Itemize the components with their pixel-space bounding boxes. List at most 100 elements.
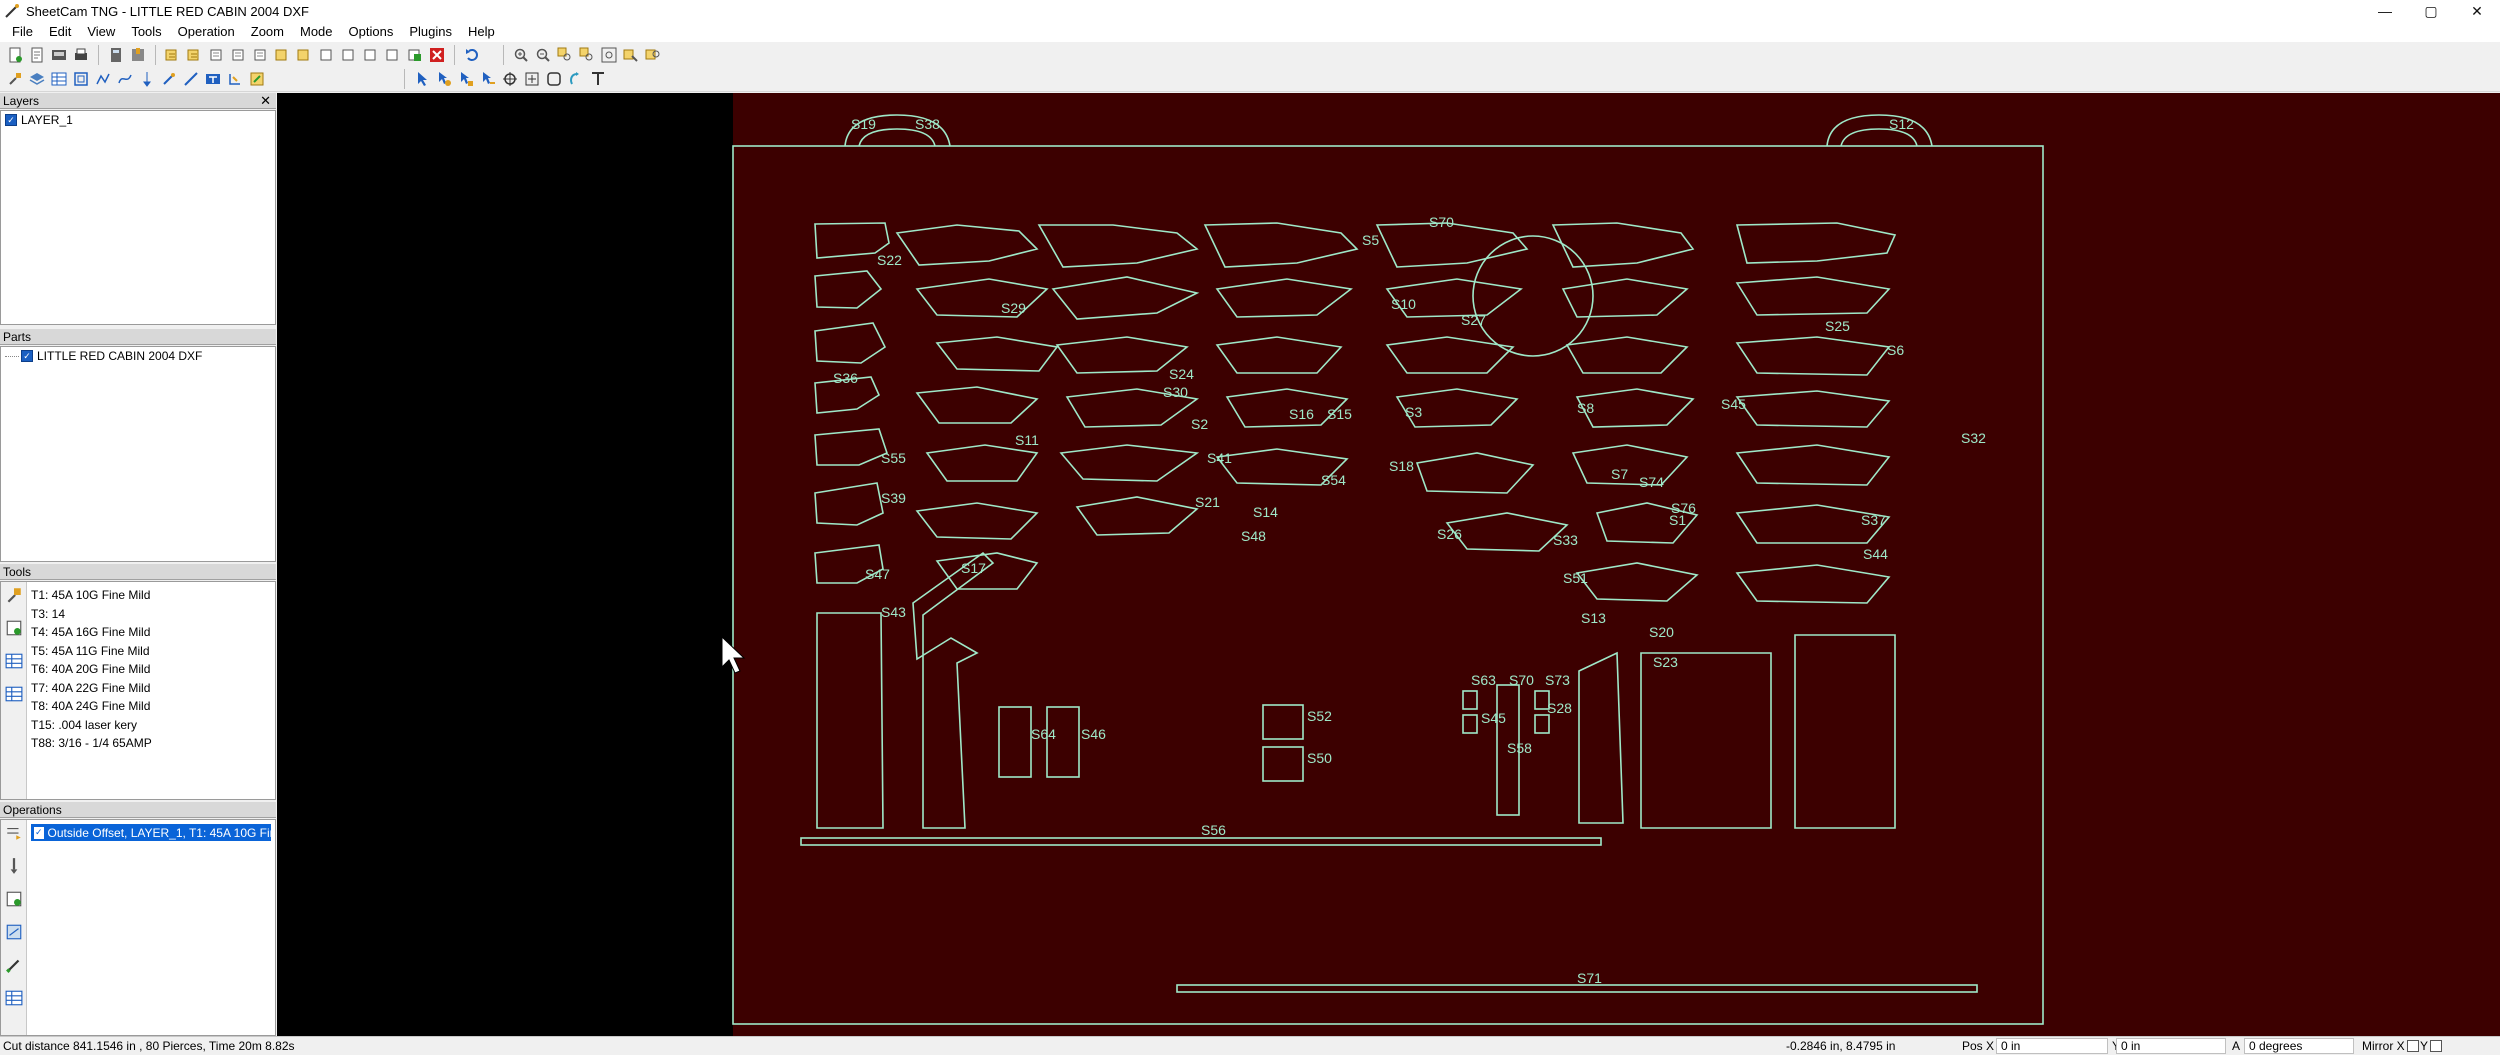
pocket-operation-icon[interactable] bbox=[5, 890, 23, 908]
zoom-out-icon[interactable] bbox=[534, 46, 552, 64]
drawing-tool-10-icon[interactable] bbox=[362, 46, 380, 64]
line-tool-icon[interactable] bbox=[182, 70, 200, 88]
path-icon[interactable] bbox=[94, 70, 112, 88]
drawing-svg[interactable]: S19 S38 S12 S70 S5 S22 S29 S10 S27 S25 S… bbox=[277, 93, 2500, 1036]
select-arrow-icon[interactable] bbox=[413, 70, 431, 88]
menu-view[interactable]: View bbox=[87, 24, 116, 39]
mirror-x-control[interactable]: Mirror X bbox=[2362, 1039, 2419, 1053]
move-icon[interactable] bbox=[523, 70, 541, 88]
zoom-parts-icon[interactable] bbox=[578, 46, 596, 64]
calculator-icon[interactable] bbox=[107, 46, 125, 64]
tool-item[interactable]: T1: 45A 10G Fine Mild bbox=[31, 588, 151, 602]
tool-item[interactable]: T15: .004 laser kery bbox=[31, 717, 138, 732]
text-tool-icon[interactable] bbox=[589, 70, 607, 88]
open-file-icon[interactable] bbox=[28, 46, 46, 64]
text-box-icon[interactable] bbox=[204, 70, 222, 88]
menu-zoom[interactable]: Zoom bbox=[250, 24, 284, 39]
layers-icon[interactable] bbox=[28, 70, 46, 88]
layer-item[interactable]: ✓ LAYER_1 bbox=[1, 111, 275, 129]
new-tool-icon[interactable] bbox=[5, 586, 23, 604]
part-item[interactable]: ✓ LITTLE RED CABIN 2004 DXF bbox=[1, 347, 275, 365]
menu-mode[interactable]: Mode bbox=[300, 24, 333, 39]
tool-settings-icon[interactable] bbox=[5, 619, 23, 637]
tool-item[interactable]: T7: 40A 22G Fine Mild bbox=[31, 680, 151, 695]
menu-help[interactable]: Help bbox=[467, 24, 495, 39]
zoom-extents-icon[interactable] bbox=[600, 46, 618, 64]
zoom-previous-icon[interactable] bbox=[644, 46, 662, 64]
drawing-tool-7-icon[interactable] bbox=[296, 46, 314, 64]
engrave-operation-icon[interactable] bbox=[5, 923, 23, 941]
operation-table-icon[interactable] bbox=[5, 989, 23, 1007]
pos-x-field[interactable]: 0 in bbox=[1996, 1038, 2108, 1054]
post-process-icon[interactable] bbox=[129, 46, 147, 64]
drawing-tool-9-icon[interactable] bbox=[340, 46, 358, 64]
lead-in-icon[interactable] bbox=[226, 70, 244, 88]
zoom-in-icon[interactable] bbox=[512, 46, 530, 64]
contour-icon[interactable] bbox=[72, 70, 90, 88]
drill-operation-icon[interactable] bbox=[5, 857, 23, 875]
tool-setup-icon[interactable] bbox=[6, 70, 24, 88]
outside-offset-icon[interactable] bbox=[5, 824, 23, 842]
drawing-tool-8-icon[interactable] bbox=[318, 46, 336, 64]
start-point-icon[interactable] bbox=[248, 70, 266, 88]
tool-item[interactable]: T6: 40A 20G Fine Mild bbox=[31, 662, 151, 676]
menu-tools[interactable]: Tools bbox=[131, 24, 162, 39]
drawing-tool-11-icon[interactable] bbox=[384, 46, 402, 64]
operation-item-selected[interactable]: ✓ Outside Offset, LAYER_1, T1: 45A 10G F… bbox=[31, 824, 271, 841]
mirror-y-control[interactable]: Y bbox=[2420, 1039, 2443, 1053]
select-tab-icon[interactable] bbox=[479, 70, 497, 88]
close-panel-icon[interactable]: ✕ bbox=[260, 93, 271, 108]
part-label: S16 bbox=[1289, 406, 1314, 422]
select-start-icon[interactable] bbox=[435, 70, 453, 88]
menu-file[interactable]: File bbox=[12, 24, 33, 39]
door-panel-1 bbox=[1462, 690, 1478, 710]
zoom-window-icon[interactable] bbox=[556, 46, 574, 64]
toolbar-separator bbox=[503, 44, 504, 65]
zoom-sheet-icon[interactable] bbox=[622, 46, 640, 64]
tool-item[interactable]: T3: 14 bbox=[31, 606, 66, 621]
drawing-tool-1-icon[interactable] bbox=[164, 46, 182, 64]
tool-item[interactable]: T5: 45A 11G Fine Mild bbox=[31, 643, 150, 658]
part-label: S2 bbox=[1191, 416, 1208, 432]
pen-icon[interactable] bbox=[160, 70, 178, 88]
drawing-tool-3-icon[interactable] bbox=[208, 46, 226, 64]
tool-item[interactable]: T4: 45A 16G Fine Mild bbox=[31, 625, 151, 639]
drawing-tool-4-icon[interactable] bbox=[230, 46, 248, 64]
tool-library-icon[interactable] bbox=[5, 685, 23, 703]
drawing-tool-6-icon[interactable] bbox=[274, 46, 292, 64]
mirror-y-checkbox[interactable] bbox=[2430, 1040, 2443, 1052]
menu-operation[interactable]: Operation bbox=[177, 24, 235, 39]
undo-icon[interactable] bbox=[463, 46, 481, 64]
menu-edit[interactable]: Edit bbox=[48, 24, 72, 39]
close-window-button[interactable]: ✕ bbox=[2471, 2, 2483, 19]
tool-item[interactable]: T88: 3/16 - 1/4 65AMP bbox=[31, 736, 152, 750]
menu-options[interactable]: Options bbox=[348, 24, 394, 39]
drawing-tool-5-icon[interactable] bbox=[252, 46, 270, 64]
sheet-icon[interactable] bbox=[545, 70, 563, 88]
tool-item[interactable]: T8: 40A 24G Fine Mild bbox=[31, 699, 151, 713]
drill-icon[interactable] bbox=[138, 70, 156, 88]
menu-plugins[interactable]: Plugins bbox=[409, 24, 452, 39]
minimize-button[interactable]: — bbox=[2378, 3, 2392, 19]
delete-red-x-icon[interactable] bbox=[428, 46, 446, 64]
pen-operation-icon[interactable] bbox=[5, 956, 23, 974]
rotate-icon[interactable] bbox=[567, 70, 585, 88]
tool-table-icon[interactable] bbox=[5, 652, 23, 670]
save-icon[interactable] bbox=[50, 46, 68, 64]
table-icon[interactable] bbox=[50, 70, 68, 88]
print-icon[interactable] bbox=[72, 46, 90, 64]
drawing-tool-2-icon[interactable] bbox=[186, 46, 204, 64]
set-origin-icon[interactable] bbox=[501, 70, 519, 88]
drawing-canvas[interactable]: S19 S38 S12 S70 S5 S22 S29 S10 S27 S25 S… bbox=[277, 93, 2500, 1036]
select-lead-icon[interactable] bbox=[457, 70, 475, 88]
spline-icon[interactable] bbox=[116, 70, 134, 88]
pos-y-field[interactable]: 0 in bbox=[2116, 1038, 2226, 1054]
new-file-icon[interactable] bbox=[6, 46, 24, 64]
drawing-tool-12-icon[interactable] bbox=[406, 46, 424, 64]
mirror-x-checkbox[interactable] bbox=[2406, 1040, 2419, 1052]
maximize-button[interactable]: ▢ bbox=[2424, 2, 2438, 19]
part-visible-checkbox[interactable]: ✓ bbox=[21, 350, 33, 362]
layer-visible-checkbox[interactable]: ✓ bbox=[5, 114, 17, 126]
angle-field[interactable]: 0 degrees bbox=[2244, 1038, 2354, 1054]
operation-enabled-checkbox[interactable]: ✓ bbox=[34, 826, 44, 839]
